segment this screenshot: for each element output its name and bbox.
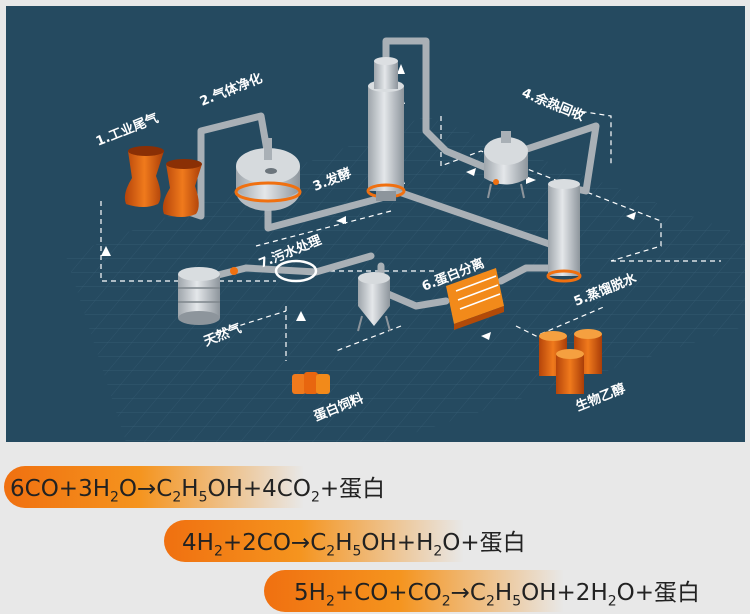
equation-term: H <box>494 579 513 606</box>
equation-term: +2CO→C <box>222 529 327 556</box>
subscript: 2 <box>486 593 495 610</box>
subscript: 5 <box>352 543 362 560</box>
off-gas-towers <box>124 146 202 217</box>
subscript: 2 <box>433 543 443 560</box>
subscript: 2 <box>325 593 335 610</box>
equation-term: OH+2H <box>521 579 608 606</box>
equation-term: OH+H <box>361 529 434 556</box>
equation-term: 5H <box>294 579 326 606</box>
equation-row-2: 4H2+2CO→C2H5OH+H2O+蛋白 <box>164 520 584 562</box>
subscript: 2 <box>213 543 223 560</box>
fermentation-column <box>366 57 406 201</box>
equation-term: O+蛋白 <box>616 579 701 606</box>
distillation-column <box>546 179 582 283</box>
equation-term: +蛋白 <box>319 475 386 502</box>
subscript: 2 <box>607 593 617 610</box>
subscript: 2 <box>441 593 451 610</box>
equation-2: 4H2+2CO→C2H5OH+H2O+蛋白 <box>164 523 526 560</box>
equation-term: O+蛋白 <box>442 529 526 556</box>
label-step4: 4.余热回收 <box>520 85 588 125</box>
equation-row-3: 5H2+CO+CO2→C2H5OH+2H2O+蛋白 <box>264 570 748 612</box>
subscript: 2 <box>326 543 336 560</box>
process-diagram: 1.工业尾气 2.气体净化 3.发酵 4.余热回收 5.蒸馏脱水 6.蛋白分离 … <box>6 6 745 442</box>
equation-term: →C <box>450 579 486 606</box>
equation-highlight <box>4 466 304 508</box>
equation-1: 6CO+3H2O→C2H5OH+4CO2+蛋白 <box>4 469 385 506</box>
heat-recovery-tank <box>484 131 528 199</box>
label-step1: 1.工业尾气 <box>94 110 161 150</box>
protein-separator <box>446 268 504 330</box>
subscript: 2 <box>110 489 119 506</box>
natural-gas-tank <box>178 267 220 325</box>
equation-term: O→C <box>118 475 173 502</box>
subscript: 2 <box>310 489 320 506</box>
wastewater-unit <box>230 259 391 332</box>
equation-term: +CO+CO <box>334 579 442 606</box>
subscript: 5 <box>512 593 522 610</box>
equation-3: 5H2+CO+CO2→C2H5OH+2H2O+蛋白 <box>264 573 700 610</box>
equation-row-1: 6CO+3H2O→C2H5OH+4CO2+蛋白 <box>4 466 464 508</box>
subscript: 2 <box>172 489 182 506</box>
ethanol-barrels <box>539 329 602 394</box>
purification-tank <box>234 138 302 211</box>
equation-highlight <box>164 520 464 562</box>
equation-highlight <box>264 570 564 612</box>
equation-term: H <box>335 529 353 556</box>
subscript: 5 <box>198 489 208 506</box>
protein-feed-bags <box>292 372 330 394</box>
equation-term: OH+4CO <box>207 475 311 502</box>
equation-term: H <box>181 475 199 502</box>
label-step2: 2.气体净化 <box>198 70 265 110</box>
equation-term: 4H <box>182 529 214 556</box>
equation-term: 6CO+3H <box>10 475 110 502</box>
